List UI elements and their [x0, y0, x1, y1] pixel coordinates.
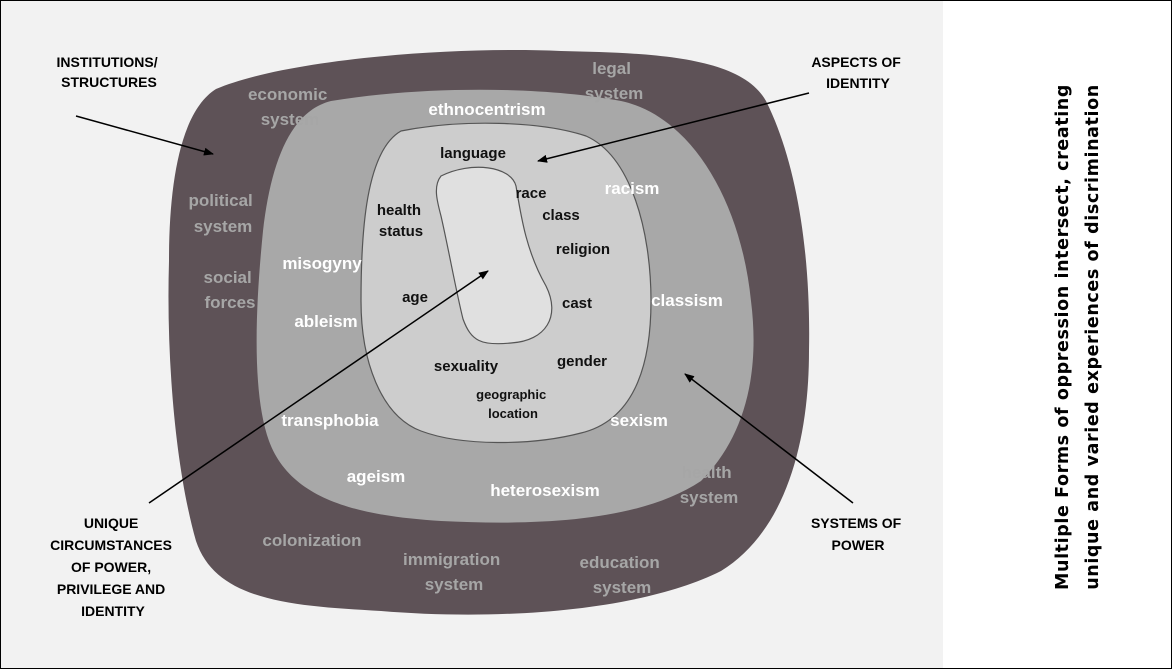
label-racism: racism — [605, 179, 660, 198]
label-health-status: health status — [377, 202, 425, 240]
callout-institutions: INSTITUTIONS/ STRUCTURES — [56, 54, 161, 90]
side-title-line-2: unique and varied experiences of discrim… — [1083, 84, 1103, 590]
callout-unique: UNIQUE CIRCUMSTANCES OF POWER, PRIVILEGE… — [50, 515, 176, 619]
label-health-system: health system — [680, 463, 739, 507]
label-ethnocentrism: ethnocentrism — [428, 100, 545, 119]
label-language: language — [440, 145, 506, 162]
arrow-institutions — [75, 115, 214, 156]
side-title-line-1: Multiple Forms of oppression intersect, … — [1053, 84, 1073, 590]
label-geographic-location: geographic location — [476, 387, 550, 421]
label-age: age — [402, 289, 428, 306]
label-social-forces: social forces — [204, 268, 257, 312]
intersectionality-diagram: INSTITUTIONS/ STRUCTURES ASPECTS OF IDEN… — [50, 50, 905, 619]
side-title: Multiple Forms of oppression intersect, … — [1048, 7, 1118, 667]
label-legal-system: legal system — [585, 59, 644, 103]
label-sexism: sexism — [610, 411, 668, 430]
label-ableism: ableism — [294, 312, 357, 331]
label-political-system: political system — [189, 191, 258, 236]
callout-systems: SYSTEMS OF POWER — [811, 515, 905, 553]
label-class: class — [542, 207, 580, 224]
label-immigration-system: immigration system — [403, 550, 505, 594]
label-transphobia: transphobia — [281, 411, 379, 430]
core-region — [435, 166, 553, 345]
label-education-system: education system — [579, 553, 664, 597]
label-ageism: ageism — [347, 467, 406, 486]
arrow-unique — [148, 270, 489, 504]
arrow-systems — [684, 373, 854, 504]
label-sexuality: sexuality — [434, 358, 499, 375]
label-misogyny: misogyny — [282, 254, 362, 273]
label-religion: religion — [556, 241, 610, 258]
arrow-aspects — [537, 92, 810, 163]
diagram-panel: INSTITUTIONS/ STRUCTURES ASPECTS OF IDEN… — [1, 1, 943, 668]
label-race: race — [516, 185, 547, 202]
callout-aspects: ASPECTS OF IDENTITY — [811, 54, 904, 91]
label-gender: gender — [557, 353, 607, 370]
label-colonization: colonization — [262, 531, 361, 550]
label-classism: classism — [651, 291, 723, 310]
label-cast: cast — [562, 295, 592, 312]
label-economic-system: economic system — [248, 85, 332, 129]
label-heterosexism: heterosexism — [490, 481, 600, 500]
